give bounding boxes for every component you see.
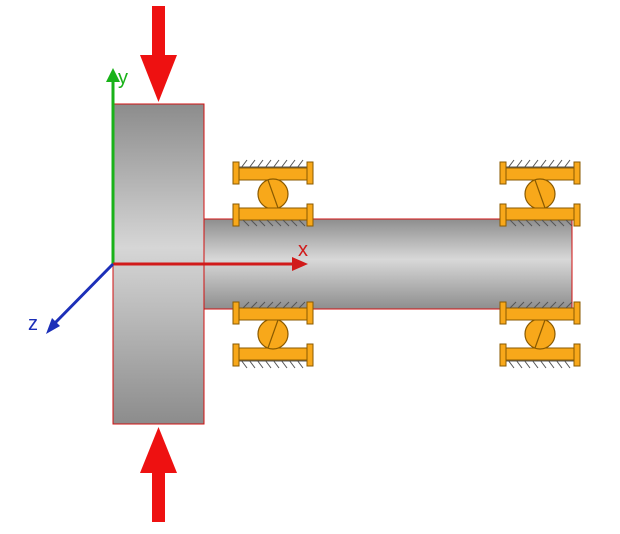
z-axis — [46, 262, 115, 334]
bearing-right-top — [499, 159, 581, 227]
bearing-left-top — [232, 159, 314, 227]
z-axis-label: z — [28, 313, 38, 335]
x-axis-label: x — [298, 239, 308, 261]
y-axis — [106, 68, 120, 264]
bearing-right-bottom — [499, 301, 581, 369]
force-arrow-bottom — [140, 427, 177, 522]
y-axis-label: y — [118, 67, 128, 89]
x-axis — [113, 257, 308, 271]
bearing-left-bottom — [232, 301, 314, 369]
force-arrow-top — [140, 6, 177, 102]
